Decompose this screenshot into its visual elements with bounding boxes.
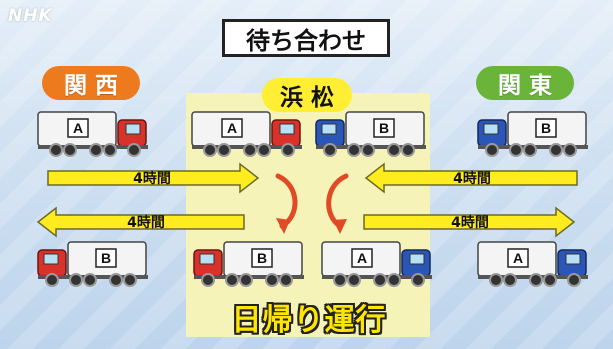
duration-label: 4時間 <box>453 170 491 187</box>
duration-label: 4時間 <box>127 214 165 231</box>
hamamatsu-label: 浜松 <box>262 78 352 112</box>
truck-kansai-top: A <box>37 111 148 157</box>
truck-kanto-bottom: A <box>477 241 588 287</box>
arrow-kansai-to-hamamatsu: 4時間 <box>47 162 260 194</box>
truck-letter: A <box>513 250 523 266</box>
truck-letter: B <box>101 250 111 266</box>
swap-arrow-right <box>326 173 349 234</box>
truck-letter: B <box>541 120 551 136</box>
arrow-hamamatsu-to-kanto: 4時間 <box>363 206 576 238</box>
kansai-label: 関西 <box>42 66 140 100</box>
truck-kanto-top: B <box>477 111 588 157</box>
truck-letter: A <box>227 120 237 136</box>
kanto-label: 関東 <box>476 66 574 100</box>
day-trip-operation-label: 日帰り運行 <box>231 303 387 338</box>
truck-hub-bottom-left: B <box>193 241 304 287</box>
duration-label: 4時間 <box>451 214 489 231</box>
truck-letter: B <box>257 250 267 266</box>
truck-letter: A <box>357 250 367 266</box>
truck-hub-top-right: B <box>315 111 426 157</box>
truck-letter: B <box>379 120 389 136</box>
truck-letter: A <box>73 120 83 136</box>
arrow-kanto-to-hamamatsu: 4時間 <box>364 162 578 194</box>
duration-label: 4時間 <box>133 170 171 187</box>
swap-arrow-left <box>275 173 298 234</box>
truck-hub-bottom-right: A <box>321 241 432 287</box>
arrow-hamamatsu-to-kansai: 4時間 <box>36 206 245 238</box>
diagram-title: 待ち合わせ <box>222 19 390 57</box>
truck-hub-top-left: A <box>191 111 302 157</box>
truck-kansai-bottom: B <box>37 241 148 287</box>
nhk-logo: NHK <box>8 6 53 26</box>
